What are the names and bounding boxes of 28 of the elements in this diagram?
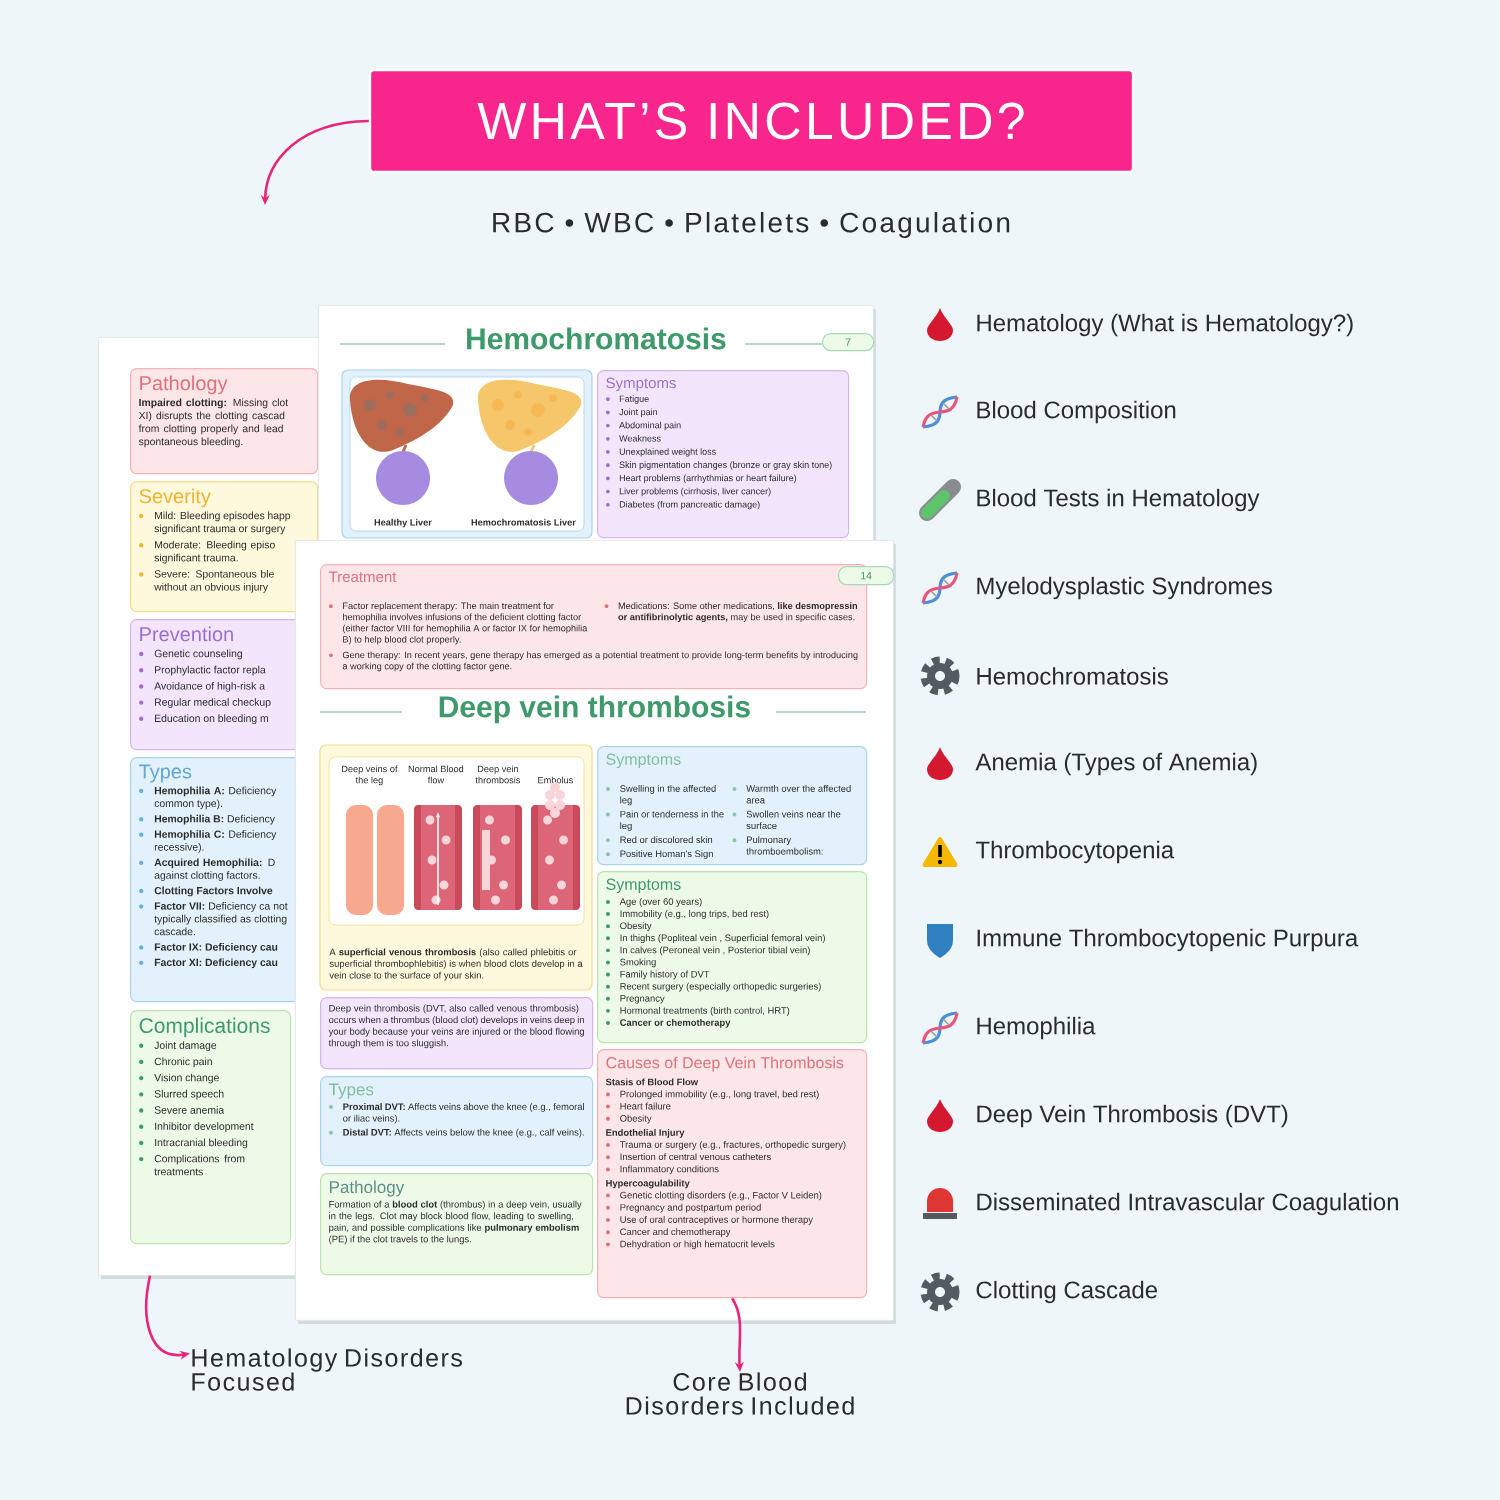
info-card: Complications Joint damage Chronic pain Vision change Slurred speech Severe anemia Inhibitor development Intracranial bleeding Complications from treatments bbox=[130, 1010, 292, 1245]
info-card: Deep vein thrombosis (DVT, also called venous thrombosis) occurs when a thrombus (blood clot) develops in veins deep in your body because your veins are injured or the blood flowing through them is too sluggish. bbox=[320, 997, 594, 1070]
info-card: Severity Mild: Bleeding episodes happ significant trauma or surgery Moderate: Bleeding episo significant trauma. Severe: Spontaneous ble without an obvious injury bbox=[130, 481, 319, 613]
info-card: Pathology Impaired clotting: Missing clot XI) disrupts the clotting cascad from clotting properly and lead spontaneous bleeding. bbox=[130, 368, 319, 475]
topic-label: Blood Composition bbox=[977, 400, 1176, 424]
info-card: Symptoms Age (over 60 years) Immobility (e.g., long trips, bed rest) Obesity In thighs (Popliteal vein , Superficial femoral vein) In calves (Peroneal vein , Posterior tibial vein) Smoking Family history of DVT Recent surgery (especially orthopedic surgeries) Pregnancy Hormonal treatments (birth control, HRT) Cancer or chemotherapy bbox=[597, 871, 868, 1044]
topic-label: Anemia (Types of Anemia) bbox=[975, 752, 1257, 776]
topic-label: Hemophilia bbox=[977, 1016, 1096, 1040]
info-card: Symptoms Swelling in the affected leg Pain or tenderness in the leg Red or discolored skin Positive Homan's Sign Warmth over the affected area Swollen veins near the surface Pulmonary thromboembolism: bbox=[597, 746, 868, 866]
info-card: Types Proximal DVT: Affects veins above the knee (e.g., femoral or iliac veins). Distal DVT: Affects veins below the knee (e.g., calf veins). bbox=[320, 1076, 594, 1167]
title-banner: WHAT’S INCLUDED? bbox=[368, 68, 1135, 174]
topic-label: Deep Vein Thrombosis (DVT) bbox=[977, 1104, 1288, 1128]
topic-label: Myelodysplastic Syndromes bbox=[977, 576, 1272, 600]
info-card: Causes of Deep Vein Thrombosis Stasis of Blood Flow Prolonged immobility (e.g., long travel, bed rest) Heart failure Obesity Endothelial Injury Trauma or surgery (e.g., fractures, orthopedic surgery) Insertion of central venous catheters Inflammatory conditions Hypercoagulability Genetic clotting disorders (e.g., Factor V Leiden) Pregnancy and postpartum period Use of oral contraceptives or hormone therapy Cancer and chemotherapy Dehydration or high hematocrit levels bbox=[597, 1049, 868, 1299]
topic-label: Immune Thrombocytopenic Purpura bbox=[977, 928, 1359, 952]
topic-label: Hematology (What is Hematology?) bbox=[977, 313, 1353, 337]
subtitle: RBC • WBC • Platelets • Coagulation bbox=[493, 211, 1010, 239]
callout-text: Core Blood Disorders Included bbox=[626, 1372, 854, 1415]
topic-label: Disseminated Intravascular Coagulation bbox=[977, 1192, 1398, 1216]
info-card: Pathology Formation of a blood clot (thrombus) in a deep vein, usually in the legs. Clot may block blood flow, leading to swelling, pain, and possible complications like pulmonary embolism (PE) if the clot travels to the lungs. bbox=[320, 1173, 594, 1276]
topic-label: Blood Tests in Hematology bbox=[977, 488, 1260, 512]
page-number-tab: 14 bbox=[838, 566, 895, 586]
topic-label: Hemochromatosis bbox=[977, 667, 1168, 685]
page-number-tab: 7 bbox=[822, 333, 875, 352]
topic-label: Clotting Cascade bbox=[976, 1280, 1158, 1304]
info-card: Symptoms Fatigue Joint pain Abdominal pain Weakness Unexplained weight loss Skin pigmentation changes (bronze or gray skin tone) Heart problems (arrhythmias or heart failure) Liver problems (cirrhosis, liver cancer) Diabetes (from pancreatic damage) bbox=[597, 370, 850, 539]
callout-text: Hematology Disorders Focused bbox=[192, 1348, 462, 1391]
topic-label: Thrombocytopenia bbox=[975, 840, 1175, 864]
